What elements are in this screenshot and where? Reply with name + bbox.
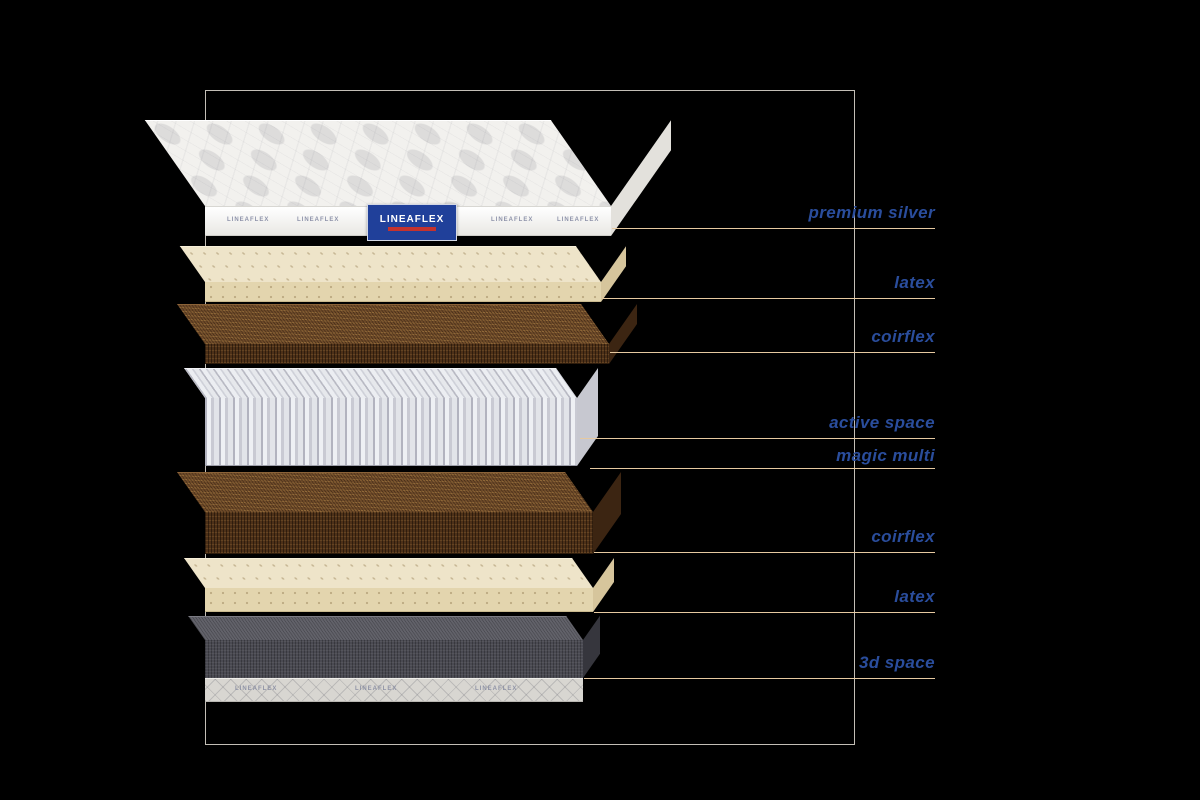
callout-line-coirflex-lower (594, 552, 935, 553)
callout-line-latex-upper (602, 298, 935, 299)
callout-line-latex-lower (594, 612, 935, 613)
coirflex-lower-front-face (205, 512, 593, 554)
callout-label-latex-upper: latex (894, 273, 935, 292)
callout-label-coirflex-upper: coirflex (871, 327, 935, 346)
logo-red-stripe (388, 227, 436, 231)
premium-silver-top-face (144, 120, 611, 206)
latex-lower-front-face (205, 588, 593, 612)
band-logo-text: LINEAFLEX (235, 686, 278, 692)
band-logo-text: LINEAFLEX (557, 217, 600, 223)
space3d-top-face (188, 616, 584, 640)
latex-lower-top-face (183, 558, 593, 588)
space3d-front-face (205, 640, 583, 678)
layer-latex-lower (183, 558, 614, 612)
premium-silver-front-face: LINEAFLEX LINEAFLEX LINEAFLEX LINEAFLEX … (205, 204, 611, 241)
band-logo-text: LINEAFLEX (297, 217, 340, 223)
layer-premium-silver: LINEAFLEX LINEAFLEX LINEAFLEX LINEAFLEX … (144, 120, 671, 241)
band-logo-text: LINEAFLEX (227, 217, 270, 223)
band-logo-text: LINEAFLEX (491, 217, 534, 223)
layer-spring-block (183, 368, 598, 466)
lineaflex-logo: LINEAFLEX (367, 204, 457, 241)
callout-line-magic-multi (590, 468, 935, 469)
spring-block-top-face (183, 368, 577, 398)
callout-line-premium-silver (612, 228, 935, 229)
callout-label-3d-space: 3d space (859, 653, 935, 672)
lineaflex-logo-text: LINEAFLEX (379, 214, 445, 225)
band-logo-text: LINEAFLEX (475, 686, 518, 692)
coirflex-upper-top-face (176, 304, 609, 344)
layer-coirflex-upper (176, 304, 637, 364)
callout-line-active-space (580, 438, 935, 439)
coirflex-upper-front-face (205, 344, 609, 364)
callout-label-coirflex-lower: coirflex (871, 527, 935, 546)
space3d-bottom-band: LINEAFLEX LINEAFLEX LINEAFLEX (205, 678, 583, 702)
callout-line-coirflex-upper (610, 352, 935, 353)
callout-label-active-space: active space (829, 413, 935, 432)
callout-label-premium-silver: premium silver (808, 203, 935, 222)
latex-upper-front-face (205, 282, 601, 302)
layer-coirflex-lower (176, 472, 621, 554)
layer-latex-upper (179, 246, 626, 302)
coirflex-lower-top-face (176, 472, 593, 512)
layer-3d-space: LINEAFLEX LINEAFLEX LINEAFLEX (188, 615, 600, 702)
latex-upper-top-face (179, 246, 601, 282)
spring-block-front-face (205, 398, 577, 466)
callout-line-3d-space (584, 678, 935, 679)
callout-label-latex-lower: latex (894, 587, 935, 606)
callout-label-magic-multi: magic multi (836, 446, 935, 465)
band-logo-text: LINEAFLEX (355, 686, 398, 692)
